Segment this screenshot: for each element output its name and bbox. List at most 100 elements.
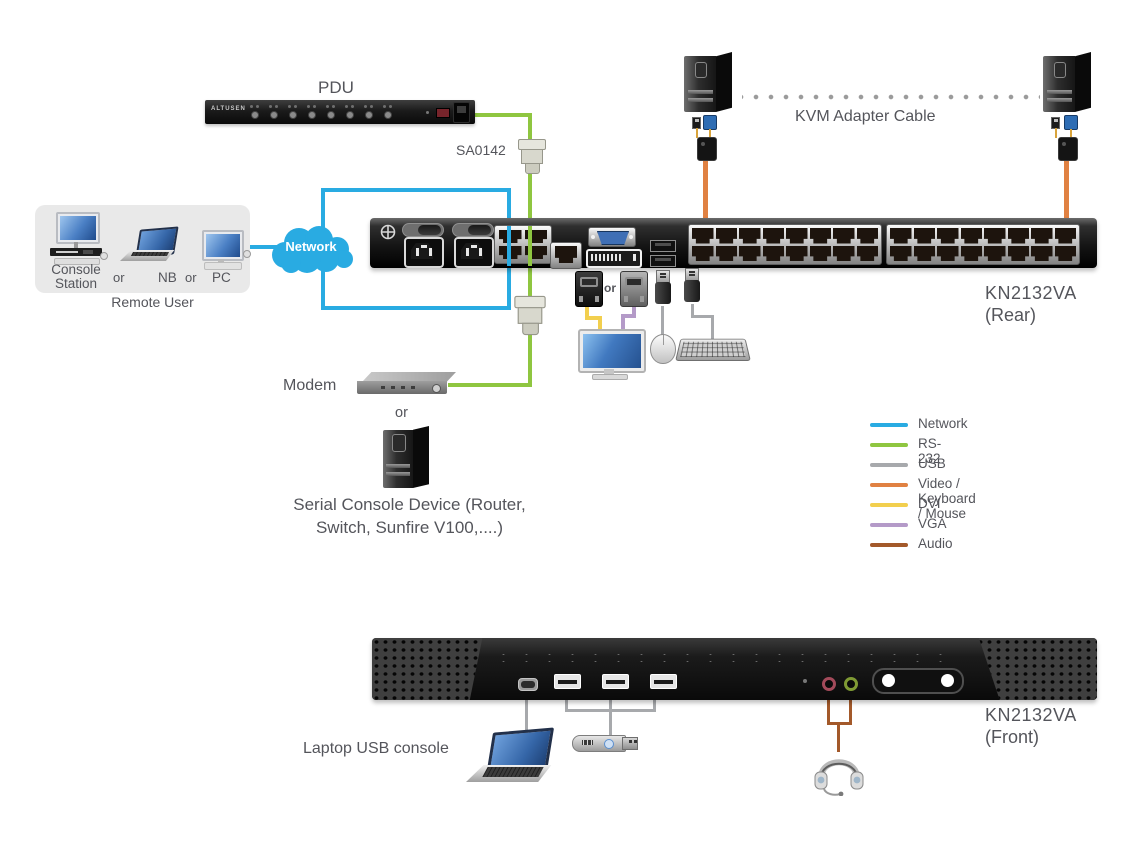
mouse-icon [650,334,676,364]
rj45-port [833,245,855,261]
or-label: or [185,270,197,285]
or-label: or [604,281,616,295]
legend-swatch [870,423,908,427]
remote-user-caption: Remote User [111,294,194,310]
modem-icon-front [357,381,447,394]
power-rocker-switch [402,223,444,237]
rj45-port [692,245,714,261]
legend-swatch [870,483,908,487]
usb-cable-keyboard [711,315,714,341]
legend-label: VGA [918,516,947,531]
pdu-outlet-led [268,104,280,119]
rj45-port [739,245,761,261]
dvi-connector-icon [575,271,603,307]
usb-cable [609,698,612,736]
rj45-port [833,228,855,244]
usb-port [650,674,677,689]
rs232-cable-overlay [528,226,532,266]
adapter-pigtail [696,128,698,138]
rj45-port [1031,245,1053,261]
pdu-outlet-led [382,104,394,119]
pdu-outlet-led [249,104,261,119]
rj45-port [786,228,808,244]
audio-cable [837,722,840,752]
network-cloud-label: Network [285,239,337,254]
front-usb-ports [554,674,677,689]
pc-label: PC [212,270,231,285]
console-station-pole [74,242,78,248]
monitor-icon [578,329,646,373]
front-kvm-switch [372,638,1097,700]
vga-cable [632,304,636,318]
rj45-port [937,245,959,261]
rj45-port [739,228,761,244]
port-id-leds [492,651,962,664]
usb-connector-icon [654,270,671,304]
laptop-usb-console-port [518,678,538,691]
rj45-port [762,228,784,244]
pc-stand [218,259,224,262]
usb-port [650,255,676,267]
cloud-icon [272,226,353,273]
lan-serial-port-block [494,225,552,264]
rj45-port [960,245,982,261]
power-inlet [404,237,444,268]
vga-port [588,227,636,247]
kvm-port-bank [886,224,1080,265]
serial-device-caption-2: Switch, Sunfire V100,....) [315,518,504,537]
headset-icon [812,748,866,797]
pdu-brand-label: ALTUSEN [211,106,246,112]
pdu-outlet-led [306,104,318,119]
or-label: or [395,405,408,421]
modem-icon [362,372,456,382]
rear-kvm-switch [370,218,1097,269]
power-icon [100,252,108,260]
rj45-port [856,228,878,244]
rj45-port [913,228,935,244]
console-station-label-2: Station [54,276,98,291]
kvm-adapter-cable-left [703,156,708,222]
console-station-keyboard [54,258,100,265]
vga-mini-connector-icon [1064,115,1078,130]
legend-label: USB [918,456,946,471]
usb-cable-keyboard [691,304,694,318]
vga-cable [621,314,636,318]
rs232-cable-modem-horizontal [448,383,532,387]
vga-mini-connector-icon [703,115,717,130]
rj45-port [762,245,784,261]
usb-console-ports [650,240,676,267]
kvm-adapter-icon [1058,137,1078,161]
rj45-port [1007,245,1029,261]
rj45-port [984,245,1006,261]
rj45-port [1007,228,1029,244]
rj45-port [913,245,935,261]
pdu-outlet-led [325,104,337,119]
dvi-cable [598,316,602,332]
usb-drive-icon [572,734,638,752]
front-model-label: KN2132VA [985,705,1077,725]
vga-connector-icon [620,271,648,307]
monitor-stand [604,369,614,374]
usb-port [650,240,676,252]
pdu-display [436,108,450,118]
rj45-port [1031,228,1053,244]
pdu-device: ALTUSEN [205,100,475,124]
rj45-port [937,228,959,244]
laptop-usb-console-label: Laptop USB console [303,740,449,757]
rj45-port [1054,228,1076,244]
legend-swatch [870,443,908,447]
rj45-port [856,245,878,261]
server-icon [1043,52,1093,114]
audio-cable [849,698,852,725]
rear-view-label: (Rear) [985,305,1037,325]
serial-console-device-icon [383,426,435,490]
ground-icon [380,224,396,245]
power-inlet [454,237,494,268]
rj45-port [890,245,912,261]
pdu-outlet-led [344,104,356,119]
network-cable-overlay [507,226,511,266]
power-rocker-switch [452,223,494,237]
legend-swatch [870,523,908,527]
adapter-pigtail [1070,129,1072,138]
legend-swatch [870,543,908,547]
